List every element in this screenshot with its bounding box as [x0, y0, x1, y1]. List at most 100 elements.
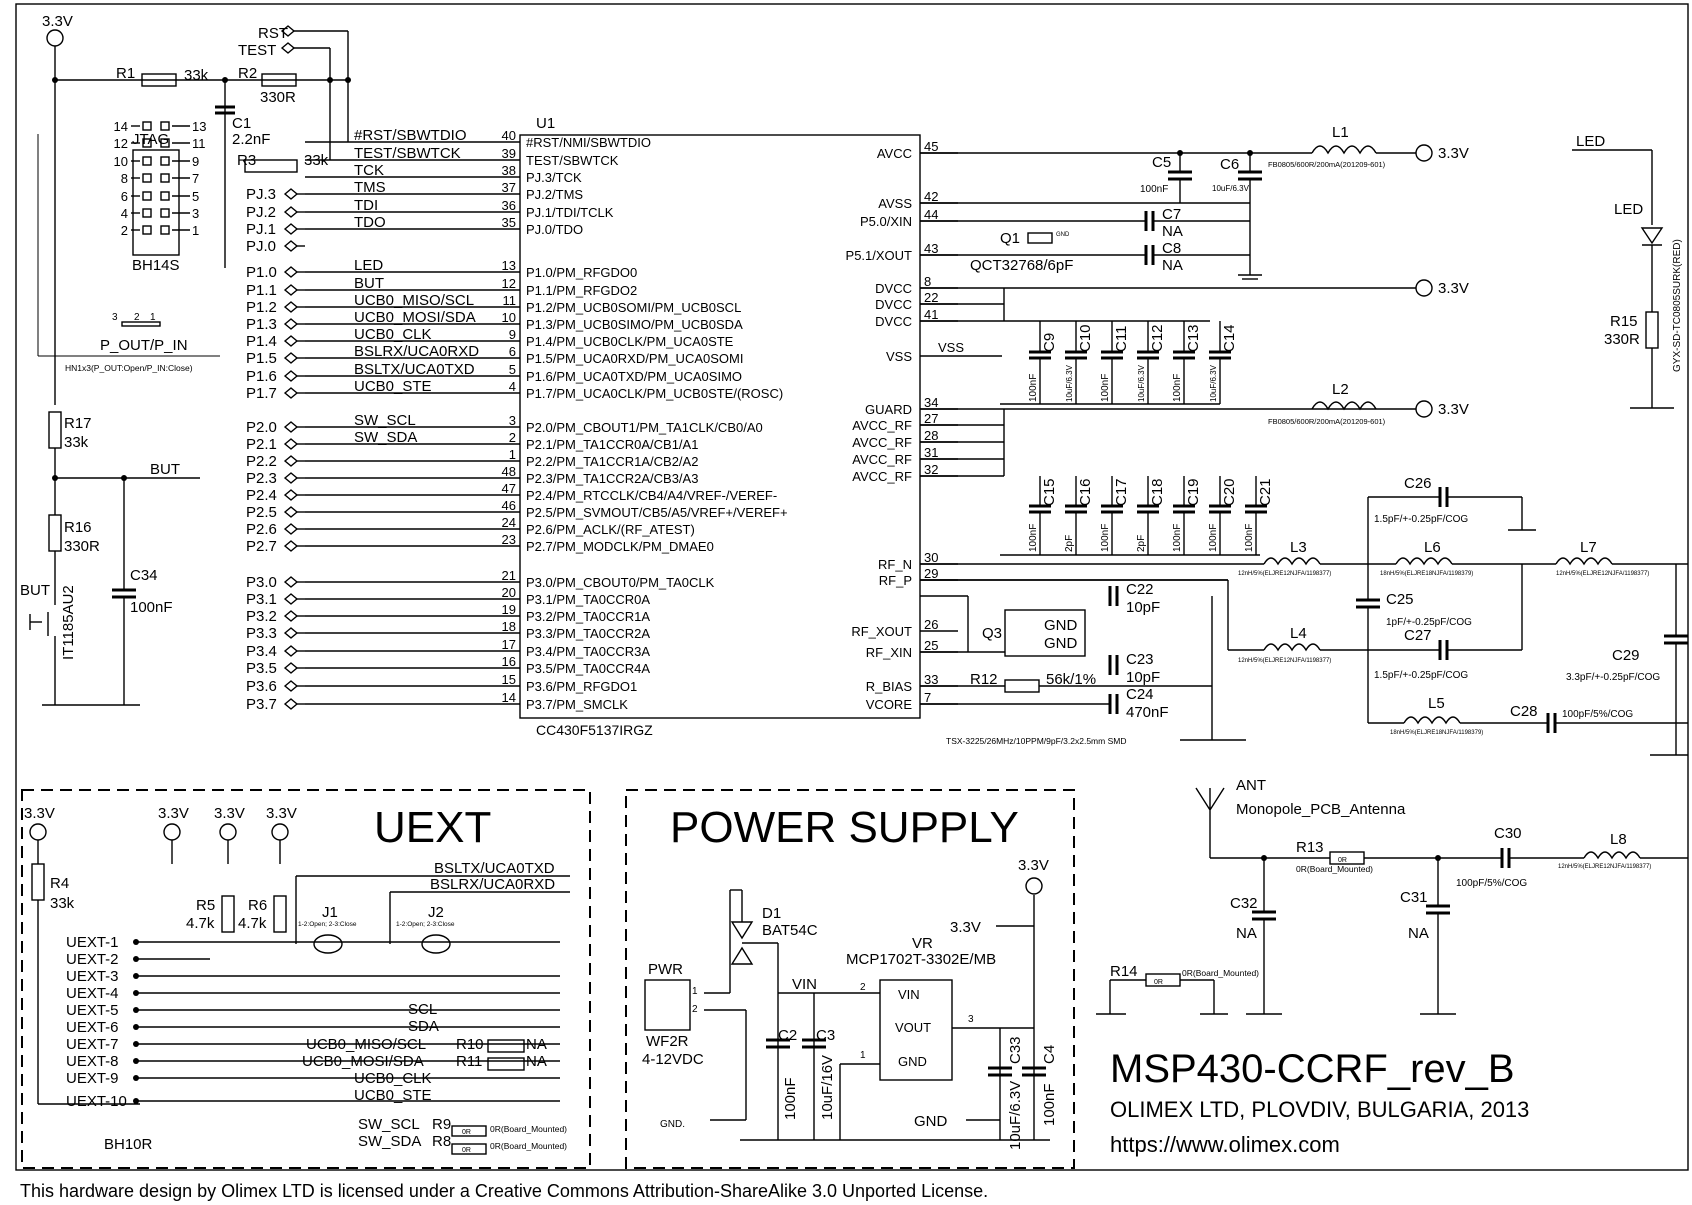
r16-ref: R16	[64, 519, 92, 536]
c2-value: 100nF	[782, 1077, 799, 1120]
uext-pin-label: UEXT-10	[66, 1093, 127, 1110]
pin-name: P1.4/PM_UCB0CLK/PM_UCA0STE	[526, 334, 734, 349]
net-label: UCB0_CLK	[354, 326, 432, 343]
title-block: MSP430-CCRF_rev_B OLIMEX LTD, PLOVDIV, B…	[20, 1047, 1529, 1201]
pin-number: 30	[924, 550, 938, 565]
j1-jumper[interactable]	[313, 934, 343, 954]
pin-name: P2.5/PM_SVMOUT/CB5/A5/VREF+/VEREF+	[526, 505, 788, 520]
r14-ref: R14	[1110, 963, 1138, 980]
port-label: P3.3	[246, 625, 277, 642]
sw-sda-net: SW_SDA	[358, 1133, 421, 1150]
pin-name: DVCC	[875, 314, 912, 329]
ps-3v3-top: 3.3V	[1018, 857, 1049, 874]
net-label: SW_SDA	[354, 429, 417, 446]
port-label: P1.7	[246, 385, 277, 402]
pin-name: DVCC	[875, 297, 912, 312]
pin-name: PJ.2/TMS	[526, 187, 583, 202]
port-label: P3.1	[246, 591, 277, 608]
pin-number: 25	[924, 638, 938, 653]
uext-tx-net: BSLTX/UCA0TXD	[434, 860, 555, 877]
hn-pin-1: 1	[150, 312, 156, 323]
uext-pin-label: UEXT-7	[66, 1036, 119, 1053]
port-label: P1.2	[246, 299, 277, 316]
c26-value: 1.5pF/+-0.25pF/COG	[1374, 514, 1468, 525]
uext-ste-net: UCB0_STE	[354, 1087, 432, 1104]
c27-value: 1.5pF/+-0.25pF/COG	[1374, 670, 1468, 681]
port-label: P2.0	[246, 419, 277, 436]
hn-jumper[interactable]	[121, 321, 161, 327]
port-flag	[283, 318, 299, 330]
vss-net-label: VSS	[938, 340, 964, 355]
pwr-range: 4-12VDC	[642, 1051, 704, 1068]
jtag-pin-pad	[160, 156, 170, 166]
d1-diode-top	[730, 921, 754, 940]
port-flag	[283, 523, 299, 535]
jtag-pin-number: 5	[192, 189, 199, 204]
port-label: P1.6	[246, 368, 277, 385]
port-flag	[283, 698, 299, 710]
l1-value: FB0805/600R/200mA(201209-601)	[1268, 160, 1386, 169]
cap-value: 100nF	[1208, 524, 1219, 552]
uext-pin-label: UEXT-5	[66, 1002, 119, 1019]
but-net: BUT	[150, 461, 180, 478]
led-section: LED LED R15 330R GYX-SD-TC0805SURK(RED)	[1572, 133, 1683, 409]
cap-ref: C16	[1077, 478, 1094, 506]
port-flag	[283, 387, 299, 399]
pin-name: VCORE	[866, 697, 913, 712]
uext-pin-label: UEXT-6	[66, 1019, 119, 1036]
pin-name: PJ.0/TDO	[526, 222, 583, 237]
c5-value: 100nF	[1140, 184, 1168, 195]
jtag-pin-number: 6	[121, 189, 128, 204]
pin-number: 1	[509, 447, 516, 462]
port-label: P2.3	[246, 470, 277, 487]
net-label: BUT	[354, 275, 384, 292]
pin-number: 9	[509, 327, 516, 342]
c4-ref: C4	[1041, 1045, 1058, 1064]
pin-name: AVCC_RF	[852, 469, 912, 484]
jtag-section: 3.3V RST TEST R1 33k R2 330R C1 2.2nF JT…	[37, 13, 351, 405]
uext-power-label: 3.3V	[158, 805, 189, 822]
r6-body	[273, 895, 287, 933]
pin-name: RF_XOUT	[851, 624, 912, 639]
c8-ref: C8	[1162, 240, 1181, 257]
button-section: R17 33k BUT R16 330R BUT IT1185AU2 C34 1…	[20, 411, 200, 706]
cap-ref: C19	[1185, 478, 1202, 506]
uext-pin-label: UEXT-1	[66, 934, 119, 951]
l1-ref: L1	[1332, 124, 1349, 141]
website-link[interactable]: https://www.olimex.com	[1110, 1132, 1340, 1157]
uext-miso-net: UCB0_MISO/SCL	[306, 1036, 426, 1053]
vr-part: MCP1702T-3302E/MB	[846, 951, 996, 968]
port-label: P3.7	[246, 696, 277, 713]
q3-gnd-1: GND	[1044, 617, 1078, 634]
pin-name: RF_XIN	[866, 645, 912, 660]
c4-value: 100nF	[1041, 1083, 1058, 1126]
rf-capacitors: C15100nFC162pFC17100nFC182pFC19100nFC201…	[1028, 476, 1274, 555]
r10-value: NA	[526, 1036, 547, 1053]
jtag-pin-number: 13	[192, 119, 206, 134]
jtag-connector[interactable]	[132, 149, 180, 256]
port-label: P3.4	[246, 643, 277, 660]
jtag-pin-pad	[160, 191, 170, 201]
pin-name: VSS	[886, 349, 912, 364]
port-flag	[283, 421, 299, 433]
pwr-connector[interactable]	[644, 979, 691, 1031]
j2-jumper[interactable]	[421, 934, 451, 954]
l7-ref: L7	[1580, 539, 1597, 556]
pin-name: AVCC_RF	[852, 435, 912, 450]
pin-name: DVCC	[875, 281, 912, 296]
port-label: P2.1	[246, 436, 277, 453]
power-symbol	[219, 823, 237, 841]
pin-number: 43	[924, 241, 938, 256]
pin-number: 16	[502, 654, 516, 669]
pin-name: R_BIAS	[866, 679, 913, 694]
r15-body	[1645, 311, 1659, 349]
c30-value: 100pF/5%/COG	[1456, 878, 1527, 889]
pin-number: 5	[509, 362, 516, 377]
pin-name: P2.4/PM_RTCCLK/CB4/A4/VREF-/VEREF-	[526, 488, 777, 503]
c34-value: 100nF	[130, 599, 173, 616]
pin-number: 34	[924, 395, 938, 410]
port-label: PJ.1	[246, 221, 276, 238]
